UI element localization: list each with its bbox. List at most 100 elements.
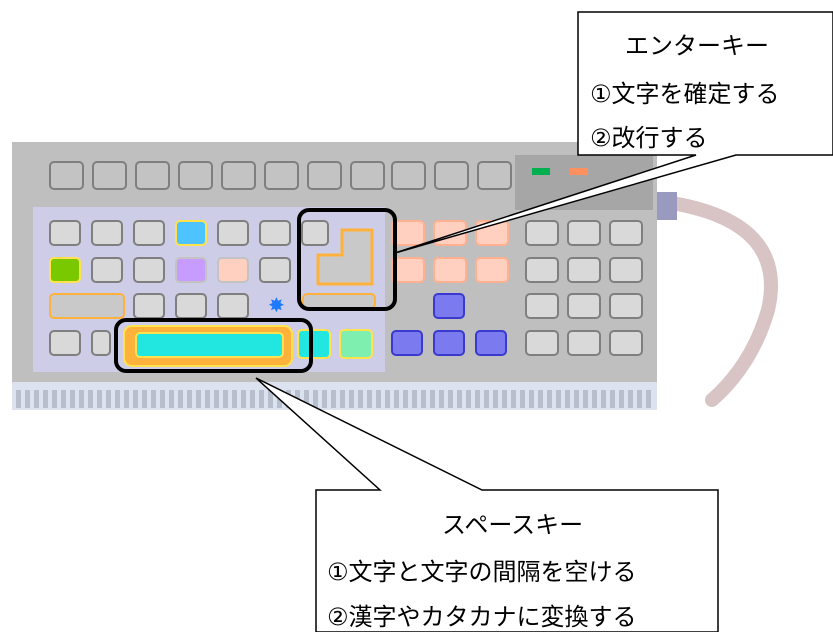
key[interactable]	[133, 293, 165, 319]
arrow-key[interactable]	[391, 330, 423, 356]
nav-key[interactable]	[391, 220, 425, 246]
vent-slot	[403, 390, 408, 408]
vent-slot	[331, 390, 336, 408]
vent-slot	[421, 390, 426, 408]
vent-slot	[457, 390, 462, 408]
vent-slot	[232, 390, 237, 408]
colored-key[interactable]	[297, 329, 331, 359]
vent-slot	[637, 390, 642, 408]
numpad-key[interactable]	[609, 220, 643, 246]
key[interactable]	[217, 293, 249, 319]
vent-slot	[547, 390, 552, 408]
nav-key[interactable]	[391, 257, 425, 283]
vent-slot	[151, 390, 156, 408]
space-callout-line1: ①文字と文字の間隔を空ける	[327, 558, 637, 586]
vent-slot	[367, 390, 372, 408]
numpad-key[interactable]	[609, 257, 643, 283]
vent-slot	[124, 390, 129, 408]
key[interactable]	[133, 220, 165, 246]
vent-slot	[484, 390, 489, 408]
numpad-key[interactable]	[525, 220, 559, 246]
vent-slot	[430, 390, 435, 408]
numpad-key[interactable]	[609, 330, 643, 356]
numpad-key[interactable]	[567, 220, 601, 246]
shift-key[interactable]	[49, 293, 125, 319]
function-key[interactable]	[178, 161, 213, 190]
vent-slot	[196, 390, 201, 408]
vent-slot	[223, 390, 228, 408]
key[interactable]	[49, 330, 81, 356]
shift-key[interactable]	[302, 293, 376, 309]
arrow-key[interactable]	[433, 330, 465, 356]
key[interactable]	[91, 220, 123, 246]
enter-highlight-box	[297, 208, 397, 311]
function-key[interactable]	[264, 161, 299, 190]
vent-slot	[322, 390, 327, 408]
colored-key[interactable]	[339, 329, 373, 359]
vent-slot	[88, 390, 93, 408]
key[interactable]	[49, 220, 81, 246]
vent-slot	[34, 390, 39, 408]
key[interactable]	[301, 220, 329, 246]
function-key[interactable]	[135, 161, 170, 190]
key[interactable]	[259, 220, 291, 246]
key[interactable]	[91, 257, 123, 283]
vent-slot	[619, 390, 624, 408]
function-key[interactable]	[350, 161, 385, 190]
function-key[interactable]	[434, 161, 469, 190]
numpad-key[interactable]	[609, 293, 643, 319]
colored-key[interactable]	[175, 220, 207, 246]
space-key-inner	[135, 332, 284, 358]
numpad-key[interactable]	[525, 330, 559, 356]
vent-slot	[511, 390, 516, 408]
nav-key[interactable]	[475, 257, 509, 283]
vent-slot	[448, 390, 453, 408]
function-key[interactable]	[391, 161, 426, 190]
vent-slot	[70, 390, 75, 408]
arrow-key[interactable]	[475, 330, 507, 356]
vent-slot	[466, 390, 471, 408]
vent-slot	[529, 390, 534, 408]
space-callout-title: スペースキー	[442, 511, 584, 539]
enter-callout-box	[394, 11, 833, 254]
colored-key[interactable]	[175, 257, 207, 283]
vent-slot	[133, 390, 138, 408]
nav-key[interactable]	[433, 257, 467, 283]
numpad-key[interactable]	[525, 257, 559, 283]
colored-key[interactable]	[49, 257, 81, 283]
vent-slot	[394, 390, 399, 408]
numpad-key[interactable]	[525, 293, 559, 319]
numpad-key[interactable]	[567, 257, 601, 283]
function-key[interactable]	[307, 161, 342, 190]
star-key-mark: ✸	[268, 293, 285, 317]
colored-key[interactable]	[217, 257, 249, 283]
key[interactable]	[133, 257, 165, 283]
vent-slot	[61, 390, 66, 408]
vent-slot	[79, 390, 84, 408]
arrow-key[interactable]	[433, 293, 465, 319]
vent-slot	[520, 390, 525, 408]
led-orange	[570, 168, 588, 175]
function-key[interactable]	[92, 161, 127, 190]
enter-key[interactable]	[316, 228, 374, 286]
vent-slot	[646, 390, 651, 408]
vent-slot	[439, 390, 444, 408]
vent-slot	[601, 390, 606, 408]
vent-slot	[268, 390, 273, 408]
vent-slot	[493, 390, 498, 408]
vent-slot	[313, 390, 318, 408]
function-key[interactable]	[477, 161, 512, 190]
key[interactable]	[175, 293, 207, 319]
function-key[interactable]	[221, 161, 256, 190]
key[interactable]	[259, 257, 291, 283]
vent-slot	[592, 390, 597, 408]
key[interactable]	[217, 220, 249, 246]
key[interactable]	[91, 330, 111, 356]
vent-slot	[574, 390, 579, 408]
cable-connector	[655, 192, 677, 220]
numpad-key[interactable]	[567, 293, 601, 319]
function-key[interactable]	[49, 161, 84, 190]
numpad-key[interactable]	[567, 330, 601, 356]
vent-slot	[106, 390, 111, 408]
